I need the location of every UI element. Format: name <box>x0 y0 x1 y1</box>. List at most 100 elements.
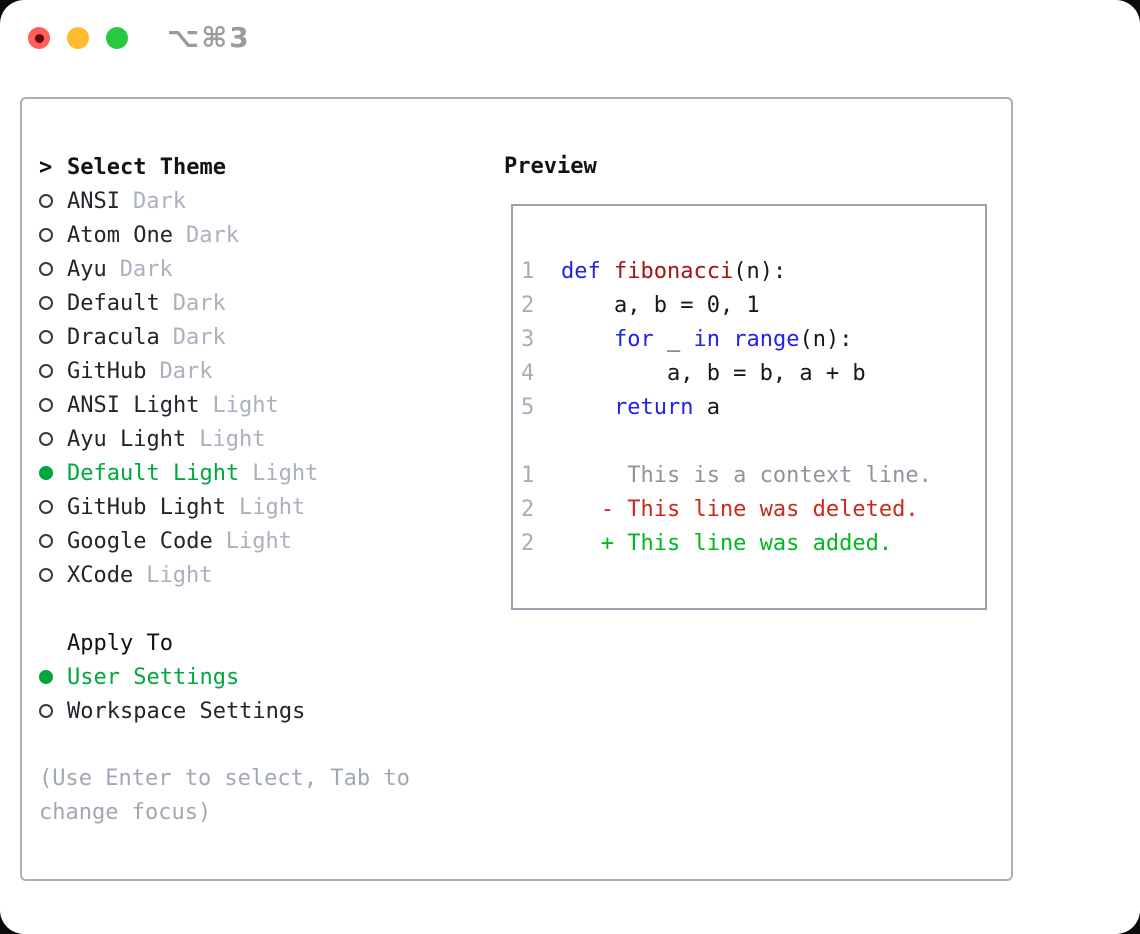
code-segment: - This line was deleted. <box>561 497 919 522</box>
theme-name: Google Code <box>67 528 213 554</box>
apply-to-title: Apply To <box>67 630 173 656</box>
theme-option[interactable]: Google Code Light <box>38 524 498 558</box>
theme-name: Dracula <box>67 324 160 350</box>
close-dot-icon <box>34 33 44 43</box>
theme-list-column: > Select Theme ANSI Dark Atom One Dark A… <box>38 150 498 830</box>
radio-icon <box>39 194 53 208</box>
code-segment: in <box>693 327 720 352</box>
code-segment: a <box>693 395 720 420</box>
theme-variant-tag: Dark <box>159 358 213 384</box>
theme-variant-tag: Light <box>225 528 292 554</box>
radio-icon <box>39 568 53 582</box>
preview-line: 3 for _ in range(n): <box>521 323 985 357</box>
preview-line: 1 This is a context line. <box>521 459 985 493</box>
preview-line: 2 a, b = 0, 1 <box>521 289 985 323</box>
code-segment: This is a context line. <box>561 463 932 488</box>
code-segment: return <box>613 395 694 420</box>
preview-line: 5 return a <box>521 391 985 425</box>
apply-to-option[interactable]: User Settings <box>38 660 498 694</box>
theme-variant-tag: Dark <box>185 222 239 248</box>
theme-name: GitHub Light <box>67 494 226 520</box>
code-segment: range <box>733 327 800 352</box>
theme-option[interactable]: Default Dark <box>38 286 498 320</box>
radio-icon <box>39 330 53 344</box>
apply-to-options-list: User Settings Workspace Settings <box>38 660 498 728</box>
apply-to-label: Workspace Settings <box>67 698 306 724</box>
select-theme-title: Select Theme <box>67 154 226 180</box>
code-segment: + This line was added. <box>561 531 893 556</box>
theme-options-list: ANSI Dark Atom One Dark Ayu Dark Default… <box>38 184 498 592</box>
radio-icon <box>39 500 53 514</box>
code-segment: for <box>613 327 654 352</box>
apply-to-label: User Settings <box>67 664 240 690</box>
theme-option[interactable]: Ayu Light Light <box>38 422 498 456</box>
theme-name: ANSI Light <box>67 392 200 418</box>
code-segment: fibonacci <box>614 259 734 284</box>
theme-name: Default <box>67 290 160 316</box>
theme-variant-tag: Light <box>212 392 279 418</box>
theme-variant-tag: Light <box>199 426 266 452</box>
traffic-lights <box>28 27 128 49</box>
radio-icon <box>39 398 53 412</box>
theme-name: Ayu Light <box>67 426 187 452</box>
line-number: 4 <box>521 361 535 386</box>
minimize-button[interactable] <box>67 27 89 49</box>
hint-text-line-1: (Use Enter to select, Tab to <box>39 766 410 791</box>
theme-option[interactable]: Ayu Dark <box>38 252 498 286</box>
theme-option[interactable]: Dracula Dark <box>38 320 498 354</box>
theme-variant-tag: Light <box>146 562 213 588</box>
hint-text-line-2: change focus) <box>39 800 212 825</box>
theme-variant-tag: Light <box>238 494 306 520</box>
preview-line: 4 a, b = b, a + b <box>521 357 985 391</box>
radio-icon <box>39 364 53 378</box>
line-number: 2 <box>521 497 535 522</box>
radio-icon <box>39 704 53 718</box>
code-segment <box>720 327 733 352</box>
apply-to-option[interactable]: Workspace Settings <box>38 694 498 728</box>
theme-variant-tag: Light <box>252 460 319 486</box>
line-number: 1 <box>521 259 535 284</box>
code-segment <box>561 395 614 420</box>
close-button[interactable] <box>28 27 50 49</box>
line-number: 5 <box>521 395 535 420</box>
window-shortcut-label: ⌥⌘3 <box>167 21 251 54</box>
theme-variant-tag: Dark <box>172 290 226 316</box>
theme-option[interactable]: ANSI Light Light <box>38 388 498 422</box>
code-segment: a, b = b, a + b <box>561 361 866 386</box>
focus-caret-icon: > <box>39 154 53 180</box>
line-number: 2 <box>521 531 535 556</box>
theme-option[interactable]: Atom One Dark <box>38 218 498 252</box>
theme-variant-tag: Dark <box>172 324 226 350</box>
theme-variant-tag: Dark <box>132 188 186 214</box>
code-segment: _ <box>653 327 694 352</box>
preview-title: Preview <box>504 154 597 179</box>
code-segment <box>601 259 614 284</box>
theme-selector-dialog: > Select Theme ANSI Dark Atom One Dark A… <box>20 97 1013 881</box>
radio-icon <box>39 534 53 548</box>
theme-name: GitHub <box>67 358 147 384</box>
radio-icon <box>39 670 53 684</box>
radio-icon <box>39 432 53 446</box>
radio-icon <box>39 228 53 242</box>
theme-option[interactable]: XCode Light <box>38 558 498 592</box>
theme-option[interactable]: Default Light Light <box>38 456 498 490</box>
theme-name: ANSI <box>67 188 120 214</box>
preview-line: 2 - This line was deleted. <box>521 493 985 527</box>
theme-name: XCode <box>67 562 134 588</box>
line-number: 3 <box>521 327 535 352</box>
code-segment: (n): <box>733 259 787 284</box>
select-theme-header: > Select Theme <box>38 150 498 184</box>
preview-line <box>521 425 985 459</box>
line-number: 1 <box>521 463 535 488</box>
code-segment <box>561 327 614 352</box>
theme-option[interactable]: GitHub Light Light <box>38 490 498 524</box>
theme-name: Default Light <box>67 460 240 486</box>
radio-icon <box>39 262 53 276</box>
line-number: 2 <box>521 293 535 318</box>
radio-icon <box>39 466 53 480</box>
theme-option[interactable]: GitHub Dark <box>38 354 498 388</box>
theme-option[interactable]: ANSI Dark <box>38 184 498 218</box>
zoom-button[interactable] <box>106 27 128 49</box>
